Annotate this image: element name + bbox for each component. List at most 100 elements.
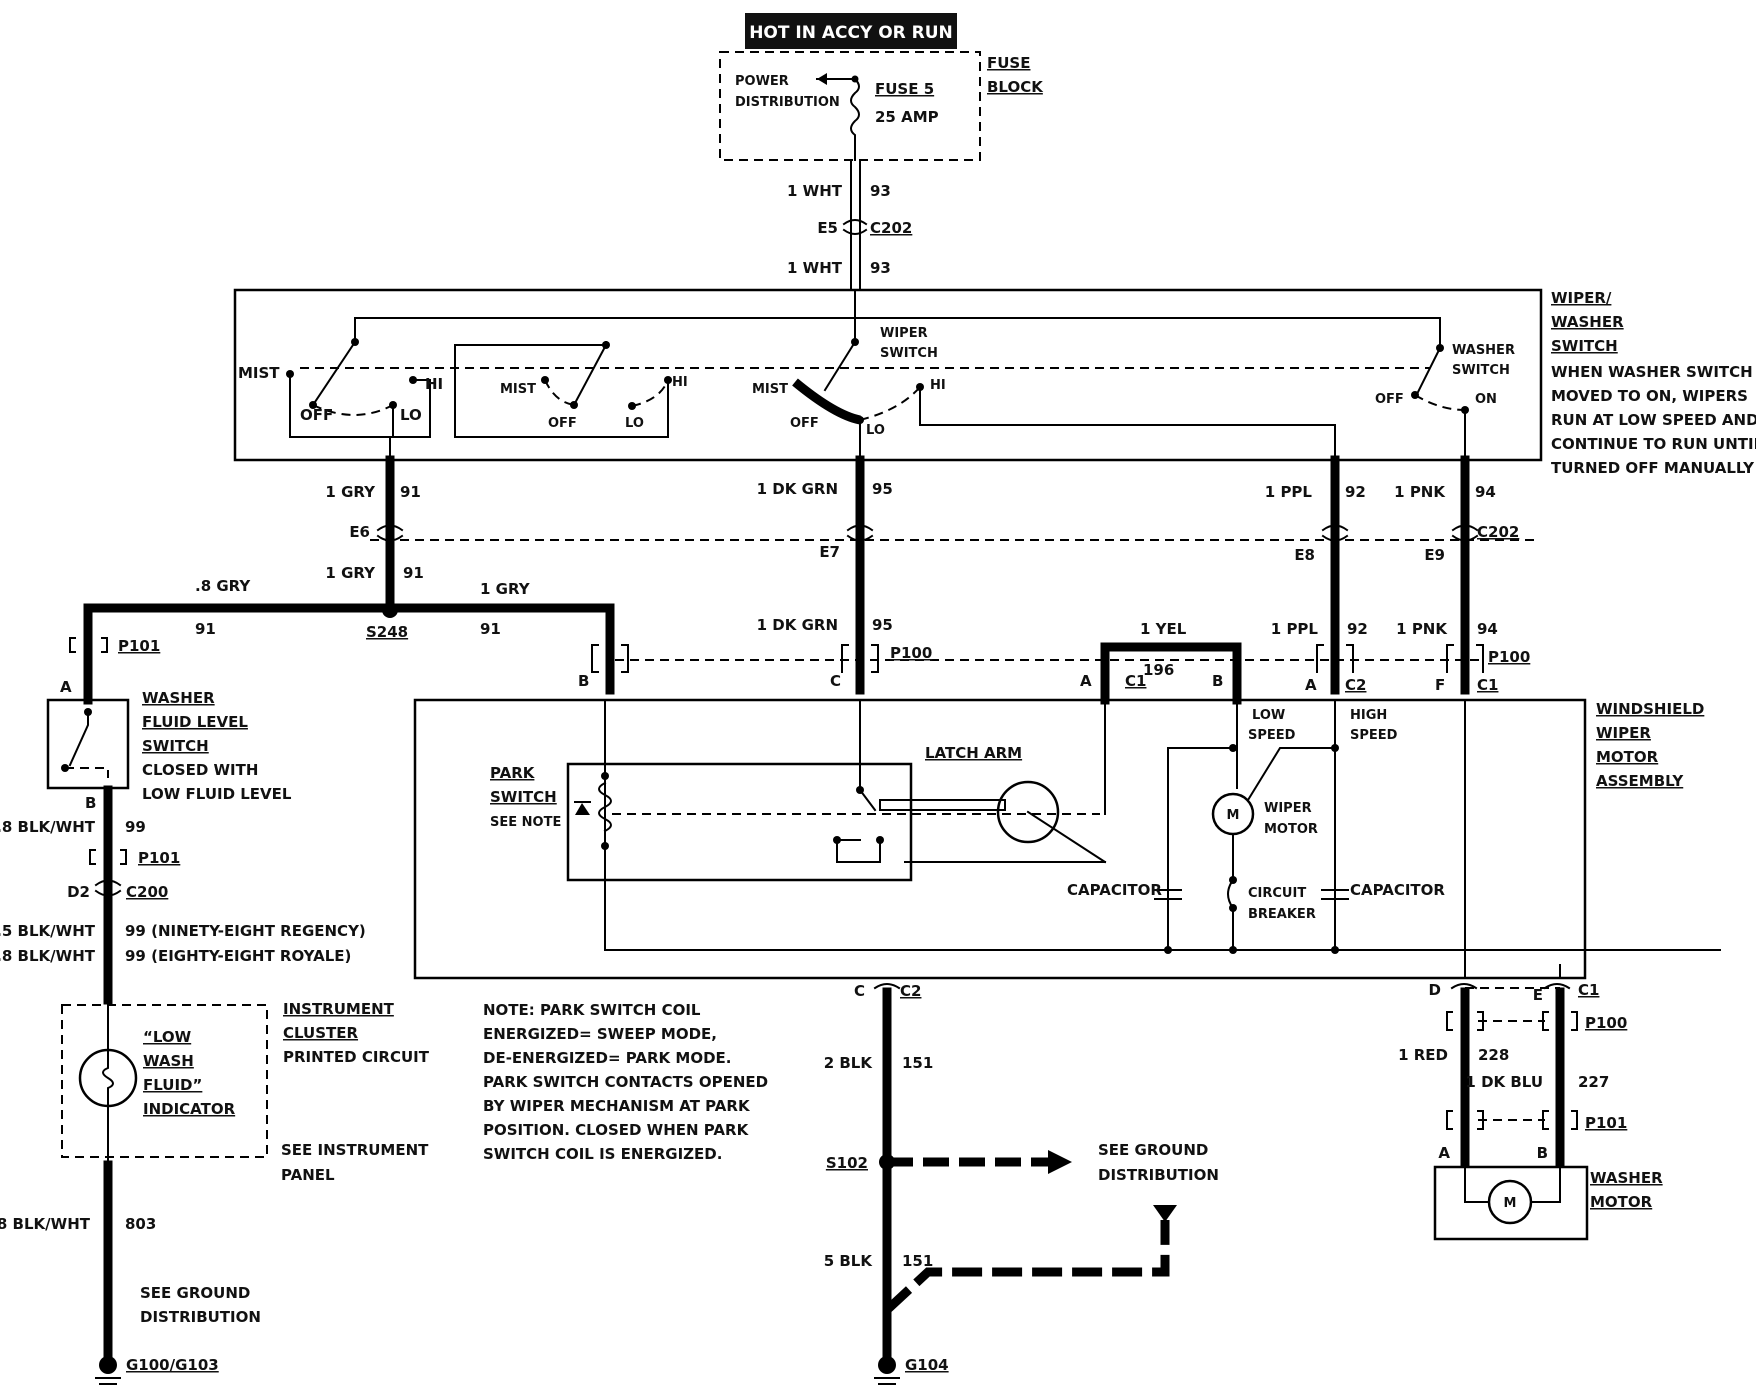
switch-off-2: OFF	[548, 416, 577, 431]
switch-outline	[233, 288, 1543, 462]
note-line5: BY WIPER MECHANISM AT PARK	[483, 1097, 751, 1115]
wiper-motor-glyph: M	[1227, 808, 1240, 823]
switch-hi-2: HI	[672, 375, 688, 390]
level-title3: SWITCH	[142, 737, 209, 755]
washer-motor-box	[1433, 1165, 1589, 1241]
feed-circuit-bottom: 93	[870, 259, 891, 277]
switch-title1: WIPER/	[1551, 289, 1612, 307]
pin-c-ground: C	[854, 982, 865, 1000]
washer-switch-label1: WASHER	[1452, 343, 1515, 358]
hot-header-text: HOT IN ACCY OR RUN	[749, 23, 953, 43]
wire-red-circuit: 228	[1478, 1046, 1509, 1064]
conn-p100-b: P100	[1488, 648, 1530, 666]
ground-blk2-circuit: 151	[902, 1054, 933, 1072]
pin-d-washer: D	[1429, 981, 1441, 999]
conn-c2-ppl: C2	[1345, 676, 1366, 694]
fuse-block-label2: BLOCK	[987, 78, 1044, 96]
conn-c200: C200	[126, 883, 168, 901]
wire-ppl-top-circuit: 92	[1345, 483, 1366, 501]
wire-gry-top: 1 GRY	[325, 483, 376, 501]
feed-circuit-top: 93	[870, 182, 891, 200]
cluster-ground-see2: DISTRIBUTION	[140, 1308, 261, 1326]
ground-path-151: C C2 2 BLK 151 S102 SEE GROUND DISTRIBUT…	[824, 982, 1219, 1385]
washer-switch-off: OFF	[1375, 392, 1404, 407]
note-line4: PARK SWITCH CONTACTS OPENED	[483, 1073, 768, 1091]
cluster-wire-circuit: 803	[125, 1215, 156, 1233]
switch-mist-3: MIST	[752, 382, 788, 397]
indicator-line2: WASH	[143, 1052, 194, 1070]
switch-hi-3: HI	[930, 378, 946, 393]
feed-conn-c202: C202	[870, 219, 912, 237]
motor-title1: WINDSHIELD	[1596, 700, 1704, 718]
feed-wire-93: 1 WHT 93 E5 C202 1 WHT 93	[787, 159, 912, 291]
ground-g104: G104	[905, 1356, 949, 1374]
note-line1: NOTE: PARK SWITCH COIL	[483, 1001, 701, 1019]
level-wire1: .8 BLK/WHT	[0, 818, 96, 836]
wire-yel: 1 YEL	[1140, 620, 1187, 638]
cluster-see1: SEE INSTRUMENT	[281, 1141, 429, 1159]
power-dist-line1: POWER	[735, 74, 789, 89]
switch-output-wires: 1 GRY 91 1 DK GRN 95 1 PPL 92 1 PNK 94 E…	[83, 455, 1540, 705]
conn-c202-lower: C202	[1477, 523, 1519, 541]
pin-e-washer: E	[1533, 986, 1543, 1004]
conn-c1-pnk: C1	[1477, 676, 1498, 694]
ground-see1: SEE GROUND	[1098, 1141, 1208, 1159]
switch-mist-1: MIST	[238, 364, 280, 382]
wire-ppl-top: 1 PPL	[1265, 483, 1313, 501]
washer-motor-title2: MOTOR	[1590, 1193, 1653, 1211]
indicator-line1: “LOW	[143, 1028, 192, 1046]
park-label1: PARK	[490, 764, 536, 782]
conn-p101-top: P101	[118, 637, 160, 655]
note-line3: DE-ENERGIZED= PARK MODE.	[483, 1049, 731, 1067]
cluster-outline	[61, 1004, 268, 1158]
power-dist-arrowhead	[817, 73, 827, 85]
washer-switch-on: ON	[1475, 392, 1497, 407]
indicator-line4: INDICATOR	[143, 1100, 236, 1118]
pin-a-washer: A	[1438, 1144, 1450, 1162]
washer-motor-glyph: M	[1504, 1196, 1517, 1211]
ground-blk5: 5 BLK	[824, 1252, 874, 1270]
breaker-label1: CIRCUIT	[1248, 886, 1306, 901]
park-switch-box	[566, 762, 913, 882]
wire-pnk-mid: 1 PNK	[1396, 620, 1448, 638]
level-desc2: LOW FLUID LEVEL	[142, 785, 292, 803]
latch-cam	[996, 780, 1060, 844]
switch-note3: RUN AT LOW SPEED AND	[1551, 411, 1756, 429]
motor-assembly-outline	[413, 698, 1587, 980]
switch-title2: WASHER	[1551, 313, 1624, 331]
pin-b-level: B	[85, 794, 96, 812]
pin-a-ppl: A	[1305, 676, 1317, 694]
pin-d2: D2	[67, 883, 90, 901]
fuse-5-element	[850, 77, 860, 161]
wiper-washer-switch: MIST OFF LO HI MIST OFF LO HI MIST OFF L…	[233, 288, 1756, 477]
switch-note5: TURNED OFF MANUALLY	[1551, 459, 1755, 477]
wire-gry-mid: 1 GRY	[325, 564, 376, 582]
park-see-note: SEE NOTE	[490, 815, 561, 830]
instrument-cluster: “LOW WASH FLUID” INDICATOR INSTRUMENT CL…	[0, 999, 430, 1385]
pin-b-yel: B	[1212, 672, 1223, 690]
pin-e6: E6	[349, 523, 370, 541]
park-label2: SWITCH	[490, 788, 557, 806]
splice-s248: S248	[366, 623, 408, 641]
level-wire1-circuit: 99	[125, 818, 146, 836]
wire-dkgrn-top: 1 DK GRN	[757, 480, 838, 498]
wire-gry-top-circuit: 91	[400, 483, 421, 501]
low-speed-2: SPEED	[1248, 728, 1296, 743]
pin-b-washer: B	[1537, 1144, 1548, 1162]
capacitor-left: CAPACITOR	[1067, 881, 1162, 899]
high-speed-1: HIGH	[1350, 708, 1387, 723]
wiper-motor-assembly: WINDSHIELD WIPER MOTOR ASSEMBLY PARK SWI…	[413, 698, 1721, 980]
conn-p101-washer: P101	[1585, 1114, 1627, 1132]
cluster-title1: INSTRUMENT	[283, 1000, 395, 1018]
cluster-title2: CLUSTER	[283, 1024, 358, 1042]
washer-switch-label2: SWITCH	[1452, 363, 1510, 378]
cluster-see2: PANEL	[281, 1166, 335, 1184]
level-title1: WASHER	[142, 689, 215, 707]
switch-lo-3: LO	[866, 423, 885, 438]
wire-gry8: .8 GRY	[195, 577, 251, 595]
ground-blk2: 2 BLK	[824, 1054, 874, 1072]
park-switch-note: NOTE: PARK SWITCH COIL ENERGIZED= SWEEP …	[483, 1001, 768, 1163]
pin-c-dkgrn: C	[830, 672, 841, 690]
washer-motor-symbol	[1487, 1179, 1533, 1225]
conn-p101-mid: P101	[138, 849, 180, 867]
